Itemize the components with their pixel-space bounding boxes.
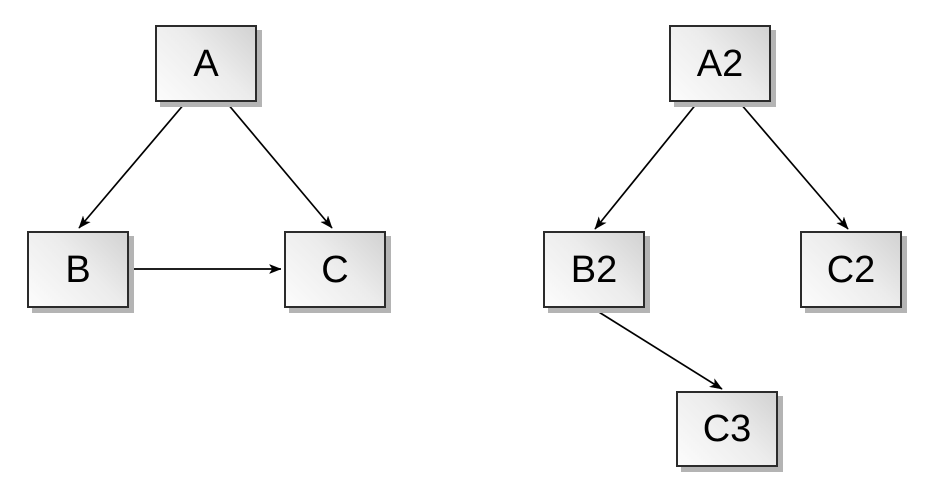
node-B[interactable]: B (27, 231, 129, 308)
node-C-label: C (321, 248, 349, 291)
edge-A2-B2 (594, 102, 698, 230)
node-B2[interactable]: B2 (543, 231, 645, 308)
node-A-label: A (193, 42, 219, 85)
node-C2-label: C2 (826, 248, 876, 291)
node-A2[interactable]: A2 (669, 25, 771, 102)
node-C2[interactable]: C2 (800, 231, 902, 308)
node-C[interactable]: C (284, 231, 386, 308)
node-C3-label: C3 (702, 408, 752, 450)
node-B-label: B (65, 248, 91, 291)
edge-A2-C2 (739, 102, 849, 230)
node-A[interactable]: A (155, 25, 257, 102)
node-B2-label: B2 (570, 248, 618, 291)
edge-A-B (78, 102, 186, 229)
node-C3[interactable]: C3 (676, 391, 778, 467)
edge-A-C (226, 102, 333, 229)
edge-B2-C3 (593, 308, 722, 390)
node-A2-label: A2 (696, 42, 744, 85)
